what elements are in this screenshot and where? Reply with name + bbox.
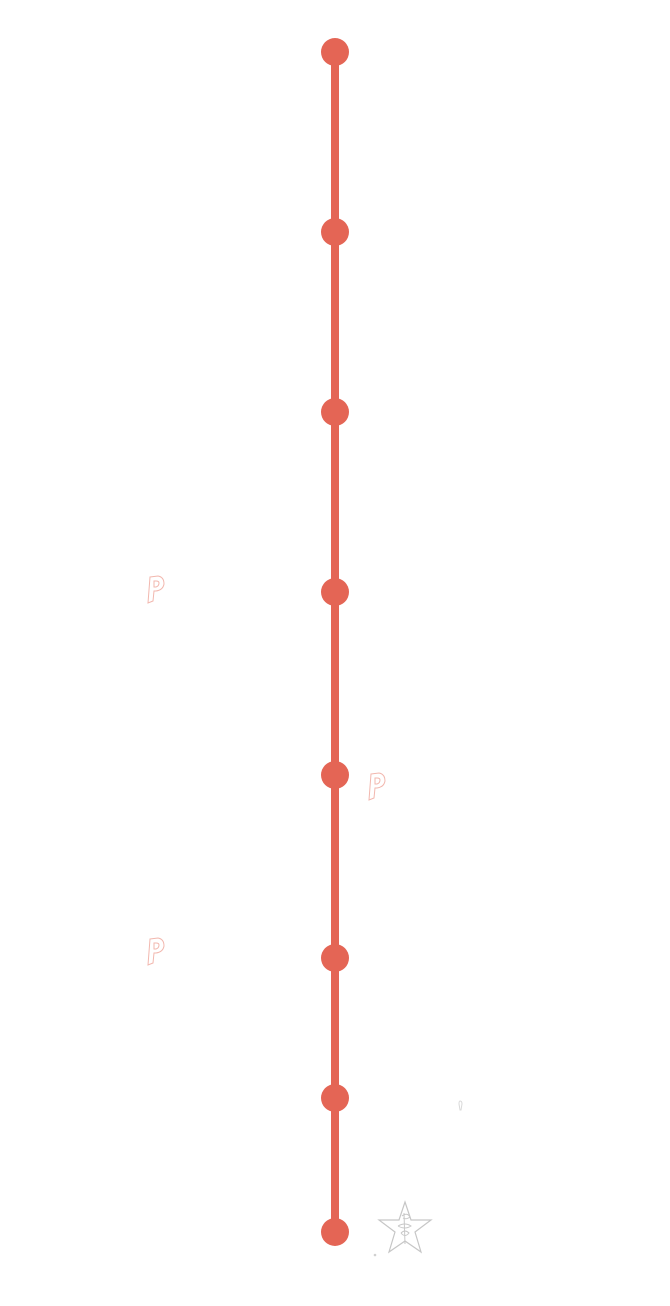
timeline-node [321,398,349,426]
timeline-node [321,1084,349,1112]
faint-tick-mark [458,1100,463,1111]
timeline-node [321,578,349,606]
timeline-node [321,1218,349,1246]
faint-p-mark [368,772,386,801]
timeline-node [321,218,349,246]
faint-p-mark [147,937,165,966]
faint-p-mark [147,575,165,604]
timeline-node [321,944,349,972]
timeline-node [321,761,349,789]
timeline-node [321,38,349,66]
timeline-node-layer [321,38,349,1246]
star-icon [373,1200,433,1257]
